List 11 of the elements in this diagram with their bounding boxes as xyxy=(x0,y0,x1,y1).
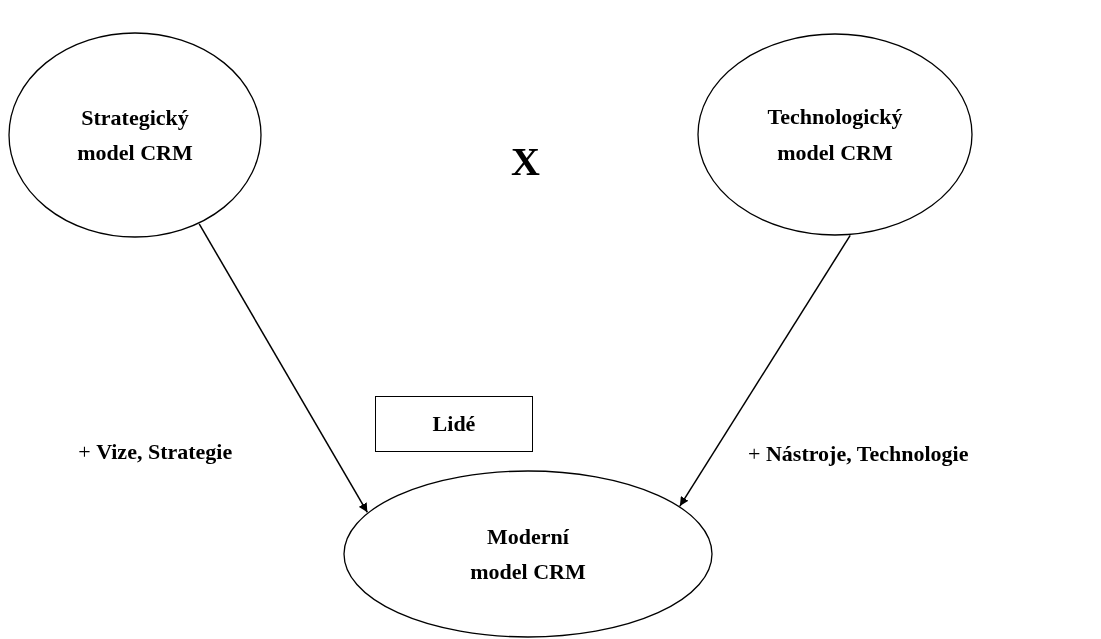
node-label: Technologický model CRM xyxy=(766,103,904,167)
node-label: Strategický model CRM xyxy=(76,103,194,167)
arrow xyxy=(198,223,369,514)
arrow xyxy=(679,234,851,507)
node-label: Moderní model CRM xyxy=(469,522,587,586)
ellipse-node xyxy=(8,32,262,238)
node-label: Lidé xyxy=(432,410,476,439)
ellipse-node xyxy=(343,470,713,638)
multiply-sign: X xyxy=(511,138,540,185)
ellipse-node xyxy=(697,33,973,236)
label-box xyxy=(375,396,533,452)
